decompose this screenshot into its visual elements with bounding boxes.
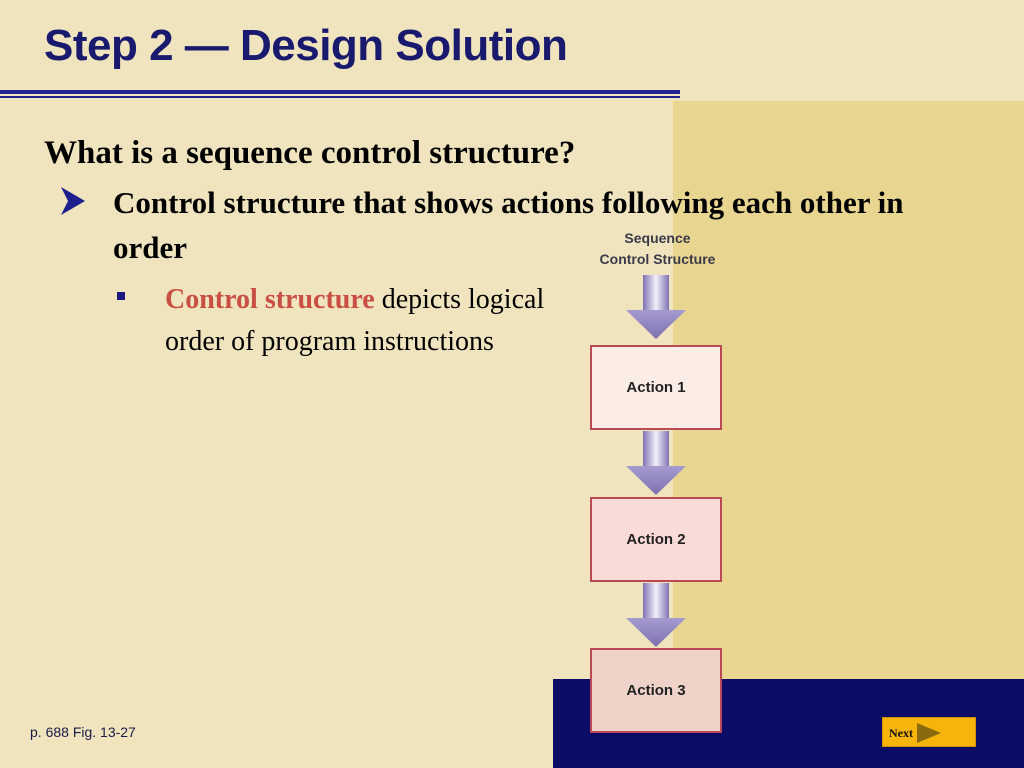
arrow-bullet-icon bbox=[61, 187, 85, 215]
title-rule-thin bbox=[0, 96, 680, 98]
down-arrow-icon bbox=[626, 275, 686, 339]
next-button[interactable]: Next bbox=[882, 717, 976, 747]
slide-title: Step 2 — Design Solution bbox=[44, 21, 568, 70]
action-box-3: Action 3 bbox=[590, 648, 722, 733]
bullet-level1: Control structure that shows actions fol… bbox=[113, 185, 904, 265]
square-bullet-icon bbox=[117, 292, 125, 300]
bullet-level2-rest: depicts logical order of program instruc… bbox=[165, 284, 545, 357]
diagram-title-line1: Sequence bbox=[624, 230, 691, 246]
bullet-level2: Control structure depicts logical order … bbox=[165, 279, 545, 363]
down-arrow-icon bbox=[626, 583, 686, 647]
play-arrow-icon bbox=[917, 723, 941, 743]
accent-panel bbox=[673, 101, 1024, 679]
action-box-2: Action 2 bbox=[590, 497, 722, 582]
diagram-title-line2: Control Structure bbox=[599, 251, 716, 267]
down-arrow-icon bbox=[626, 431, 686, 495]
slide-question: What is a sequence control structure? bbox=[44, 135, 576, 171]
action-box-1: Action 1 bbox=[590, 345, 722, 430]
page-reference: p. 688 Fig. 13-27 bbox=[30, 724, 136, 740]
diagram-title: Sequence Control Structure bbox=[585, 228, 730, 270]
next-label: Next bbox=[889, 726, 913, 740]
title-rule bbox=[0, 90, 680, 94]
term-highlight: Control structure bbox=[165, 284, 375, 315]
